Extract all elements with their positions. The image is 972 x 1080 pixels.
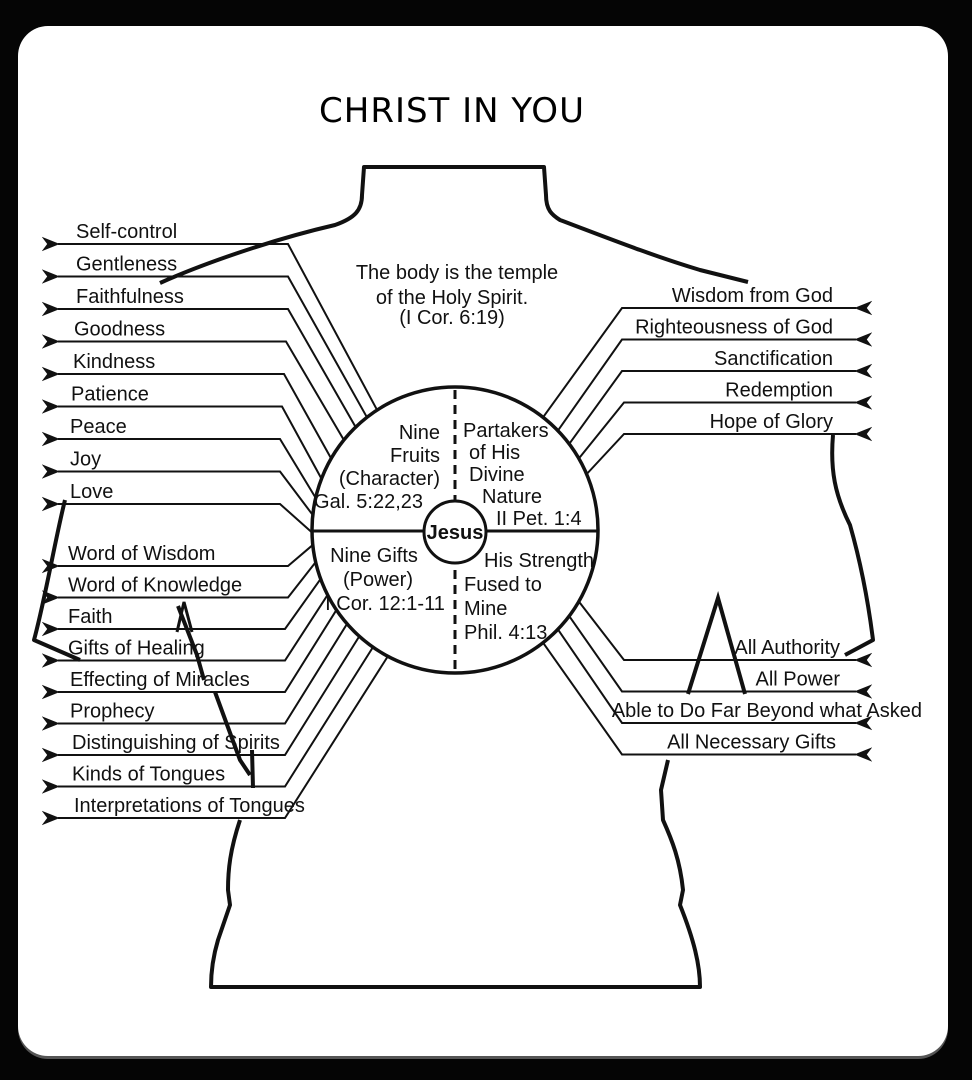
strength-leader-line bbox=[578, 600, 873, 668]
divine-nature-leader-line bbox=[568, 363, 873, 445]
fruit-leader-line bbox=[41, 269, 368, 418]
gift-label: Interpretations of Tongues bbox=[74, 795, 305, 817]
fruit-leader-line bbox=[41, 334, 345, 441]
strength-leader-line bbox=[568, 615, 873, 699]
fruit-leader-line bbox=[41, 236, 378, 411]
fruit-label: Joy bbox=[70, 449, 101, 471]
left-torso-outline bbox=[209, 691, 702, 989]
fruits-quadrant-line: Gal. 5:22,23 bbox=[314, 491, 423, 513]
header-line2: of the Holy Spirit. bbox=[376, 287, 528, 309]
page-title: Christ in You bbox=[319, 91, 585, 131]
gift-leader-line bbox=[41, 623, 348, 731]
fruit-label: Kindness bbox=[73, 351, 155, 373]
gift-leader-line bbox=[41, 646, 374, 794]
left-armpit-outline bbox=[176, 605, 255, 789]
divine-nature-label: Sanctification bbox=[714, 348, 833, 370]
diagram-card: Christ in You Jesus The body is the temp… bbox=[18, 26, 948, 1056]
fruit-label: Self-control bbox=[76, 221, 177, 243]
quadrant-gifts: Nine Gifts(Power)I Cor. 12:1-11 bbox=[325, 545, 445, 615]
gift-label: Gifts of Healing bbox=[68, 638, 205, 660]
fruit-leader-line bbox=[41, 301, 357, 428]
center-label: Jesus bbox=[427, 522, 484, 544]
fruits-quadrant-line: (Character) bbox=[339, 468, 440, 490]
strength-label: All Power bbox=[756, 669, 841, 691]
gift-leader-line bbox=[41, 594, 329, 668]
divine-nature-leader-line bbox=[585, 426, 873, 475]
gifts-quadrant-line: Nine Gifts bbox=[330, 545, 418, 567]
fruits-quadrant-line: Fruits bbox=[390, 445, 440, 467]
divine-nature-leader-line bbox=[542, 300, 873, 418]
fruit-leader-line bbox=[41, 464, 314, 516]
strength-quadrant-line: Mine bbox=[464, 598, 507, 620]
divine-nature-label: Hope of Glory bbox=[710, 411, 833, 433]
christ-in-you-diagram: Christ in You Jesus The body is the temp… bbox=[32, 91, 922, 989]
gift-label: Prophecy bbox=[70, 701, 155, 723]
divine-nature-label: Wisdom from God bbox=[672, 285, 833, 307]
divine-nature-quadrant-line: II Pet. 1:4 bbox=[496, 508, 582, 530]
fruit-label: Goodness bbox=[74, 319, 165, 341]
gifts-quadrant-line: I Cor. 12:1-11 bbox=[325, 593, 445, 615]
gift-label: Kinds of Tongues bbox=[72, 764, 225, 786]
fruit-label: Patience bbox=[71, 384, 149, 406]
body-outline bbox=[159, 165, 749, 285]
strength-label: All Necessary Gifts bbox=[667, 732, 836, 754]
right-arm-outline bbox=[830, 434, 875, 657]
strength-label: Able to Do Far Beyond what Asked bbox=[612, 700, 922, 722]
strength-quadrant-line: Phil. 4:13 bbox=[464, 622, 547, 644]
strength-quadrant-line: Fused to bbox=[464, 574, 542, 596]
gift-label: Word of Wisdom bbox=[68, 543, 215, 565]
divine-nature-label: Redemption bbox=[725, 380, 833, 402]
divine-nature-label: Righteousness of God bbox=[635, 317, 833, 339]
strength-quadrant-line: His Strength bbox=[484, 550, 594, 572]
fruit-label: Faithfulness bbox=[76, 286, 184, 308]
strength-leader-line bbox=[542, 642, 873, 762]
gift-leader-line bbox=[41, 635, 361, 763]
strength-label: All Authority bbox=[734, 637, 840, 659]
header-line1: The body is the temple bbox=[356, 262, 558, 284]
gifts-quadrant-line: (Power) bbox=[343, 569, 413, 591]
gift-leader-line bbox=[41, 561, 317, 605]
divine-nature-quadrant-line: Nature bbox=[482, 486, 542, 508]
strength-leader-line bbox=[557, 628, 873, 731]
divine-nature-leader-line bbox=[557, 332, 873, 432]
gift-leader-line bbox=[41, 609, 338, 700]
gift-label: Effecting of Miracles bbox=[70, 669, 250, 691]
jesus-circle bbox=[422, 499, 488, 565]
fruit-leader-line bbox=[41, 431, 317, 499]
fruit-leader-line bbox=[41, 366, 333, 459]
fruit-label: Peace bbox=[70, 416, 127, 438]
fruits-quadrant-line: Nine bbox=[399, 422, 440, 444]
left-armpit-peak bbox=[175, 601, 194, 633]
header-reference: (I Cor. 6:19) bbox=[399, 307, 505, 329]
divine-nature-quadrant-line: Divine bbox=[469, 464, 525, 486]
fruit-leader-line bbox=[41, 496, 313, 534]
divine-nature-quadrant-line: Partakers bbox=[463, 420, 549, 442]
fruit-leader-line bbox=[41, 399, 323, 480]
fruits-list: Self-controlGentlenessFaithfulnessGoodne… bbox=[41, 221, 378, 534]
gift-leader-line bbox=[41, 578, 322, 637]
gift-leader-line bbox=[41, 655, 389, 826]
divine-nature-quadrant-line: of His bbox=[469, 442, 520, 464]
fruit-label: Gentleness bbox=[76, 254, 177, 276]
divine-nature-leader-line bbox=[578, 395, 873, 460]
gift-label: Distinguishing of Spirits bbox=[72, 732, 280, 754]
fruit-label: Love bbox=[70, 481, 113, 503]
left-arm-outline bbox=[32, 499, 81, 662]
gift-label: Word of Knowledge bbox=[68, 575, 242, 597]
gift-leader-line bbox=[41, 544, 314, 574]
gift-label: Faith bbox=[68, 606, 112, 628]
right-armpit-peak bbox=[686, 590, 747, 695]
